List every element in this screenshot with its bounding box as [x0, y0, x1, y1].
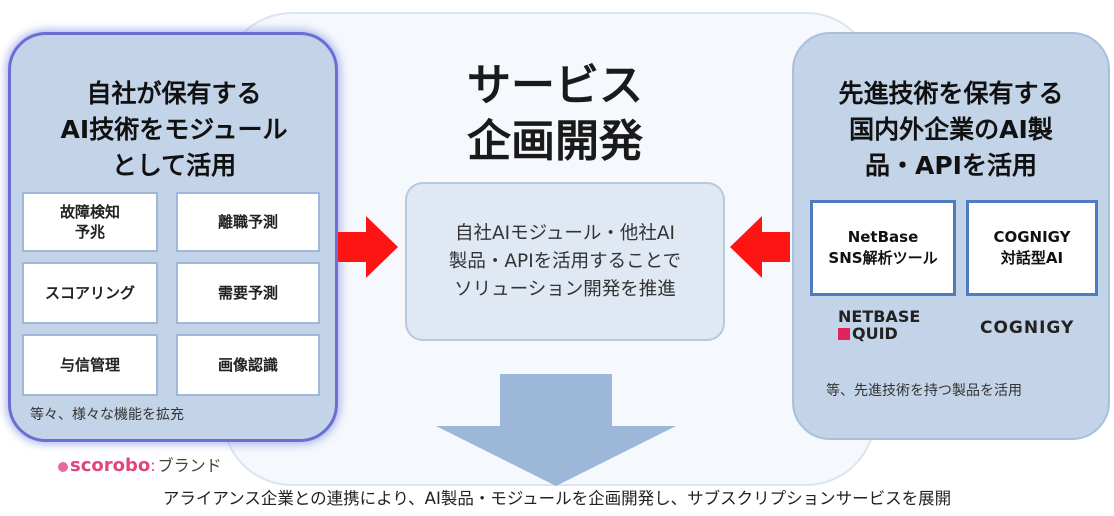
scorobo-mark-icon [58, 461, 68, 472]
left-panel-note: 等々、様々な機能を拡充 [30, 407, 184, 423]
center-title: サービス 企画開発 [400, 58, 710, 170]
scorobo-suffix: ブランド [157, 456, 222, 475]
center-title-line1: サービス [467, 60, 643, 111]
tile-credit-management: 与信管理 [22, 334, 158, 396]
product-cognigy-box: COGNIGY 対話型AI [966, 200, 1098, 296]
left-panel-title: 自社が保有する AI技術をモジュール として活用 [60, 79, 288, 180]
center-title-line2: 企画開発 [467, 116, 643, 167]
right-pointing-arrow-icon [338, 216, 398, 278]
scorobo-brand-logo: scorobo:ブランド [58, 452, 222, 476]
tile-demand-forecast: 需要予測 [176, 262, 320, 324]
tile-failure-detection: 故障検知 予兆 [22, 192, 158, 252]
tile-turnover-prediction: 離職予測 [176, 192, 320, 252]
cognigy-logo: COGNIGY [980, 318, 1075, 338]
netbase-logo-line1: NETBASE [838, 307, 921, 326]
quid-mark-icon [838, 327, 850, 340]
left-pointing-arrow-icon [730, 216, 790, 278]
scorobo-colon: : [150, 456, 156, 475]
right-panel-title: 先進技術を保有する 国内外企業のAI製 品・APIを活用 [838, 79, 1064, 180]
product-netbase-box: NetBase SNS解析ツール [810, 200, 956, 296]
center-description-text: 自社AIモジュール・他社AI 製品・APIを活用することで ソリューション開発を… [448, 222, 682, 300]
right-panel-note: 等、先進技術を持つ製品を活用 [826, 383, 1022, 399]
netbase-logo-line2: QUID [852, 324, 898, 343]
netbase-quid-logo: NETBASE QUID [838, 308, 932, 342]
down-arrow-icon [436, 374, 676, 486]
tile-scoring: スコアリング [22, 262, 158, 324]
tile-image-recognition: 画像認識 [176, 334, 320, 396]
center-description-box: 自社AIモジュール・他社AI 製品・APIを活用することで ソリューション開発を… [405, 182, 725, 341]
scorobo-word: scorobo [70, 455, 151, 476]
bottom-caption: アライアンス企業との連携により、AI製品・モジュールを企画開発し、サブスクリプシ… [162, 489, 952, 508]
